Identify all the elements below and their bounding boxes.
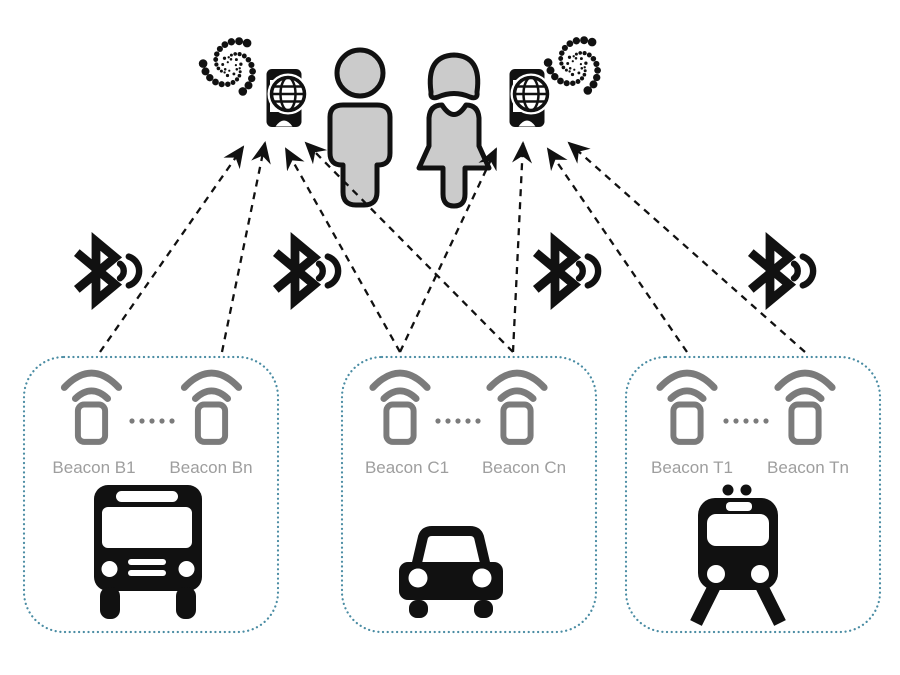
beacon-b1-icon — [64, 373, 118, 442]
iota-logo — [198, 37, 256, 96]
bus-icon — [94, 485, 202, 619]
ellipsis-dots — [723, 418, 769, 424]
beacon-label: Beacon Tn — [767, 458, 849, 477]
ellipsis-dots — [129, 418, 175, 424]
woman-figure — [416, 52, 492, 209]
man-figure — [327, 47, 393, 208]
signal-arrow — [546, 147, 688, 353]
bluetooth-icon — [751, 241, 813, 300]
signal-arrow — [511, 141, 533, 353]
bluetooth-icon — [276, 241, 338, 300]
beacon-t1-icon — [660, 373, 714, 442]
car-zone-box — [340, 355, 598, 634]
signal-arrow — [304, 141, 514, 353]
beacon-label: Beacon Bn — [169, 458, 253, 477]
signal-arrow — [99, 145, 245, 353]
signal-arrow — [220, 141, 271, 353]
iota-logo — [543, 36, 601, 95]
ellipsis-dots — [435, 418, 481, 424]
beacon-c1-icon — [373, 373, 427, 442]
beacon-label: Beacon T1 — [651, 458, 733, 477]
signal-arrow — [398, 147, 498, 353]
bluetooth-icon — [77, 241, 139, 300]
bluetooth-icon — [536, 241, 598, 300]
signal-arrow — [567, 141, 806, 353]
smartphone-left-icon — [264, 67, 311, 129]
train-zone-box — [624, 355, 882, 634]
train-icon — [690, 484, 786, 626]
beacon-bn-icon — [184, 373, 238, 442]
beacon-cn-icon — [490, 373, 544, 442]
car-icon — [399, 526, 503, 618]
signal-arrows — [99, 141, 806, 353]
bus-zone-box — [22, 355, 280, 634]
beacon-label: Beacon C1 — [364, 458, 450, 477]
beacon-tn-icon — [778, 373, 832, 442]
beacon-label: Beacon B1 — [52, 458, 136, 477]
smartphone-right-icon — [507, 67, 554, 129]
beacon-label: Beacon Cn — [481, 458, 567, 477]
